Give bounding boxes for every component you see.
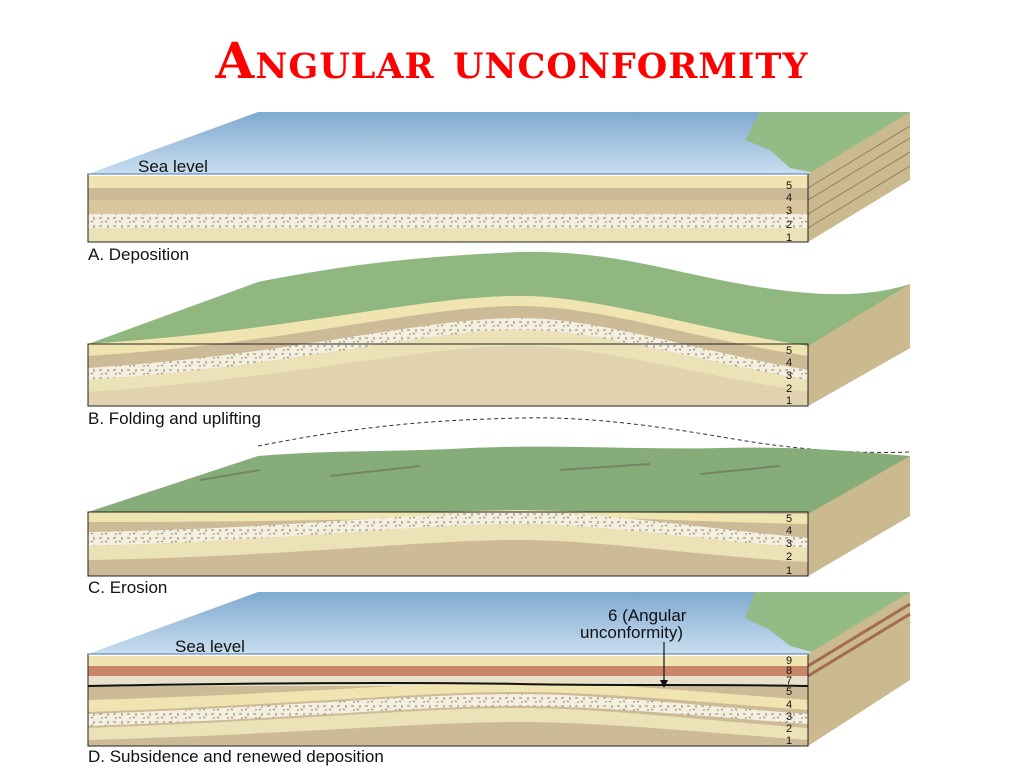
layer-number: 1 [786,395,792,407]
coastline-land [745,112,910,174]
sea-level-label: Sea level [175,637,245,656]
layer-number: 8 [786,665,792,677]
panel-b-folding: 5 4 3 2 1 B. Folding and uplifting [87,251,910,428]
layer-number: 3 [786,205,792,217]
layer-number: 3 [786,711,792,723]
unconformity-surface [87,621,911,688]
layer-number: 2 [786,219,792,231]
layer-number: 4 [786,699,792,711]
layer-number: 2 [786,723,792,735]
layer-number: 3 [786,538,792,550]
unconformity-annotation: unconformity) [580,623,683,642]
arrow-head [660,680,668,688]
layer-number: 2 [786,551,792,563]
sea-level-label: Sea level [138,157,208,176]
panel-caption: B. Folding and uplifting [88,409,261,428]
layer-number: 5 [786,180,792,192]
layer-number: 4 [786,525,792,537]
layer-number: 5 [786,345,792,357]
layer-number: 4 [786,357,792,369]
former-surface-dashed-line [257,417,911,453]
layer-number: 1 [786,735,792,747]
layer-1 [88,228,808,242]
layer-number: 2 [786,383,792,395]
layer-number: 5 [786,686,792,698]
panel-c-erosion: 5 4 3 2 1 C. Erosion [87,417,911,597]
sea-surface [88,592,910,654]
side-face [808,284,910,406]
side-face [808,456,910,576]
layer-4 [88,188,808,200]
layer-8 [88,666,808,676]
page-title: Angular unconformity [215,31,809,90]
panel-d-subsidence: Sea level 6 (Angular unconformity) 9 8 7… [87,592,911,766]
layer-9 [88,656,808,666]
layer-number: 9 [786,655,792,667]
layer-number: 7 [786,675,792,687]
layer-5 [88,176,808,188]
panel-a-deposition: Sea level 5 4 3 2 1 A. Deposition [87,112,911,264]
layer-number: 5 [786,513,792,525]
layer-number: 1 [786,565,792,577]
side-face [808,112,910,242]
unconformity-annotation: 6 (Angular [608,606,687,625]
panel-caption: D. Subsidence and renewed deposition [88,747,384,766]
panel-caption: C. Erosion [88,578,167,597]
layer-number: 1 [786,232,792,244]
layer-number: 3 [786,370,792,382]
layer-7 [88,676,808,686]
coastline-land [745,592,910,654]
sea-surface [88,112,910,174]
layer-3 [88,200,808,214]
panel-caption: A. Deposition [88,245,189,264]
layer-2 [88,214,808,228]
land-surface [88,251,910,406]
layer-number: 4 [786,192,792,204]
